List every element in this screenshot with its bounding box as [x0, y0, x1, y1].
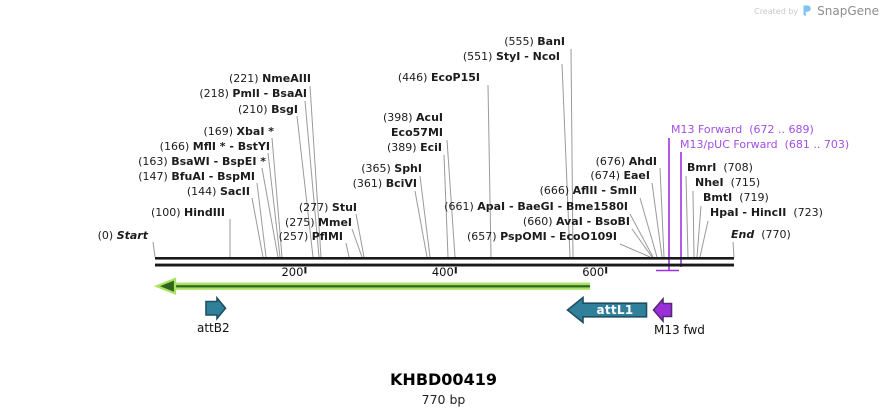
enzyme-label: (398) AcuI [382, 111, 443, 124]
leader-line [443, 154, 449, 258]
attB2-arrow [205, 295, 227, 321]
enzyme-label: (555) BanI [504, 35, 565, 48]
snapgene-credit: Created by SnapGene [754, 4, 879, 18]
sequence-length: 770 bp [421, 392, 466, 407]
enzyme-label: (674) EaeI [590, 169, 650, 182]
enzyme-label: (661) ApaI - BaeGI - Bme1580I [444, 200, 628, 213]
attL1-arrow [566, 295, 648, 325]
enzyme-label: (389) EciI [387, 141, 442, 154]
enzyme-label: Eco57MI [391, 126, 443, 139]
enzyme-label: (676) AhdI [595, 155, 657, 168]
enzyme-label: (144) SacII [186, 185, 250, 198]
reverse-strand-arrowhead [154, 277, 177, 296]
tick-mark [454, 267, 457, 274]
leader-line [659, 167, 665, 258]
reverse-strand-core [163, 285, 590, 288]
leader-line [732, 241, 735, 258]
tick-label: 600 [582, 265, 605, 279]
enzyme-label: (147) BfuAI - BspMI [138, 170, 255, 183]
enzyme-label: (666) AflII - SmlI [539, 184, 637, 197]
leader-line [345, 242, 350, 258]
enzyme-label: (210) BsgI [238, 103, 298, 116]
primer-label: M13 Forward (672 .. 689) [671, 123, 814, 136]
enzyme-label: (277) StuI [298, 201, 357, 214]
attL1-label: attL1 [596, 303, 634, 317]
tick-label: 200 [281, 265, 304, 279]
enzyme-label: (218) PmlI - BsaAI [199, 87, 307, 100]
title-block: KHBD00419 770 bp [0, 370, 887, 407]
leader-line [414, 190, 428, 258]
leader-line [419, 175, 431, 258]
leader-line [561, 63, 571, 258]
leader-line [619, 243, 651, 258]
enzyme-label: BmrI (708) [687, 161, 753, 174]
sequence-start-label: (0) Start [97, 229, 148, 242]
enzyme-label: (660) AvaI - BsoBI [522, 215, 630, 228]
enzyme-label: (100) HindIII [150, 206, 225, 219]
leader-line [152, 241, 156, 258]
enzyme-label: (361) BciVI [352, 177, 417, 190]
created-by-text: Created by [754, 6, 799, 16]
enzyme-label: (169) XbaI * [203, 125, 274, 138]
leader-line [629, 213, 654, 258]
leader-line [309, 85, 322, 258]
leader-line [304, 100, 320, 258]
leader-line [685, 175, 689, 258]
enzyme-label: BmtI (719) [703, 191, 769, 204]
snapgene-logo-icon [803, 5, 811, 16]
enzyme-label: (257) PflMI [278, 230, 343, 243]
sequence-line-bottom [155, 263, 734, 267]
sequence-end-label: End (770) [731, 228, 791, 241]
enzyme-label: NheI (715) [695, 176, 761, 189]
tick-mark [605, 267, 608, 274]
enzyme-label: (275) MmeI [284, 216, 352, 229]
leader-line [261, 167, 279, 258]
sequence-name: KHBD00419 [390, 370, 497, 389]
leader-line [570, 48, 574, 258]
leader-line [351, 228, 363, 258]
attB2-label: attB2 [197, 321, 230, 335]
enzyme-label: (365) SphI [361, 162, 422, 175]
m13-fwd-label: M13 fwd [654, 323, 705, 337]
tick-label: 400 [431, 265, 454, 279]
leader-line [446, 139, 456, 258]
enzyme-label: HpaI - HincII (723) [710, 206, 823, 219]
leader-line [692, 190, 695, 258]
leader-line [251, 197, 264, 258]
leader-line [256, 182, 267, 258]
sequence-line-top [155, 257, 734, 260]
leader-line [651, 182, 663, 258]
enzyme-label: (657) PspOMI - EcoO109I [467, 230, 617, 243]
leader-line [296, 115, 314, 258]
leader-line [696, 205, 702, 258]
leader-line [487, 84, 492, 258]
enzyme-label: (221) NmeAIII [229, 72, 311, 85]
enzyme-label: (163) BsaWI - BspEI * [138, 155, 266, 168]
enzyme-label: (166) MflI * - BstYI [159, 140, 270, 153]
leader-line [639, 197, 658, 258]
tick-mark [304, 267, 307, 274]
enzyme-label: (551) StyI - NcoI [462, 50, 560, 63]
snapgene-brand-text: SnapGene [817, 4, 879, 18]
primer-label: M13/pUC Forward (681 .. 703) [680, 138, 850, 151]
enzyme-label: (446) EcoP15I [397, 71, 480, 84]
leader-line [699, 220, 709, 258]
leader-line [631, 228, 653, 258]
leader-line [267, 152, 281, 258]
m13-fwd-arrow [652, 296, 673, 324]
leader-line [355, 213, 365, 258]
leader-line [271, 137, 283, 258]
